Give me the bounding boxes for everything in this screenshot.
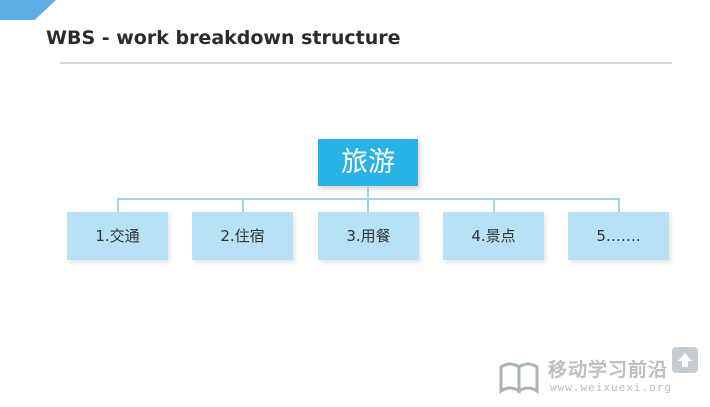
connector-root-stem xyxy=(367,186,369,199)
slide-title: WBS - work breakdown structure xyxy=(46,27,401,49)
title-divider xyxy=(60,62,672,64)
wbs-node-lodging: 2.住宿 xyxy=(192,212,293,260)
connector-drop-3 xyxy=(367,198,369,212)
corner-accent-tab xyxy=(0,0,56,20)
connector-drop-4 xyxy=(493,198,495,212)
connector-drop-2 xyxy=(242,198,244,212)
wbs-node-transport: 1.交通 xyxy=(67,212,168,260)
wbs-node-dining: 3.用餐 xyxy=(318,212,419,260)
scroll-top-icon[interactable] xyxy=(672,347,698,373)
connector-drop-1 xyxy=(117,198,119,212)
watermark-name: 移动学习前沿 xyxy=(548,359,669,381)
connector-drop-5 xyxy=(618,198,620,212)
wbs-node-more: 5……. xyxy=(568,212,669,260)
wbs-root-node: 旅游 xyxy=(318,139,418,186)
wbs-node-attractions: 4.景点 xyxy=(443,212,544,260)
watermark: 移动学习前沿 www.weixuexi.org xyxy=(498,347,698,399)
open-book-icon xyxy=(499,362,539,394)
watermark-url: www.weixuexi.org xyxy=(550,381,672,394)
